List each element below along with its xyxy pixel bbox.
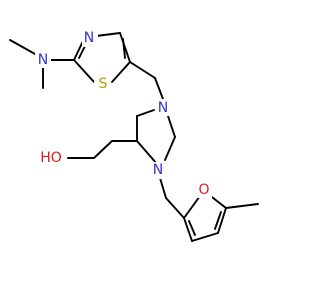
atom-label-hydroxyl: HO <box>40 150 62 166</box>
bond <box>165 197 185 219</box>
atom-label-sulfur: S <box>99 76 108 92</box>
bond <box>191 232 219 242</box>
bond <box>93 140 113 159</box>
atom-label-nitrogen: N <box>158 100 168 116</box>
bond <box>111 61 131 83</box>
bond <box>119 32 131 63</box>
bond <box>167 115 176 138</box>
bond <box>183 217 193 242</box>
bond <box>122 38 126 59</box>
bond <box>188 220 196 236</box>
bond <box>95 32 121 37</box>
bond <box>164 136 176 161</box>
bond <box>214 211 222 230</box>
bond <box>129 61 156 79</box>
bond <box>154 77 164 100</box>
bond <box>225 203 259 209</box>
bond <box>136 109 155 117</box>
bonds <box>9 32 259 242</box>
bond <box>183 195 201 219</box>
molecule-structure-diagram: N N S N N HO O <box>9 30 259 242</box>
bond <box>73 40 84 61</box>
atom-label-nitrogen: N <box>153 162 163 178</box>
bond <box>73 59 95 83</box>
bond <box>9 39 36 55</box>
bond <box>136 140 158 165</box>
atom-label-oxygen: O <box>198 182 209 198</box>
atom-label-nitrogen: N <box>38 52 48 68</box>
bond <box>217 207 227 234</box>
atom-label-nitrogen: N <box>84 30 94 46</box>
bond <box>159 177 167 199</box>
atom-labels: N N S N N HO O <box>35 30 212 198</box>
